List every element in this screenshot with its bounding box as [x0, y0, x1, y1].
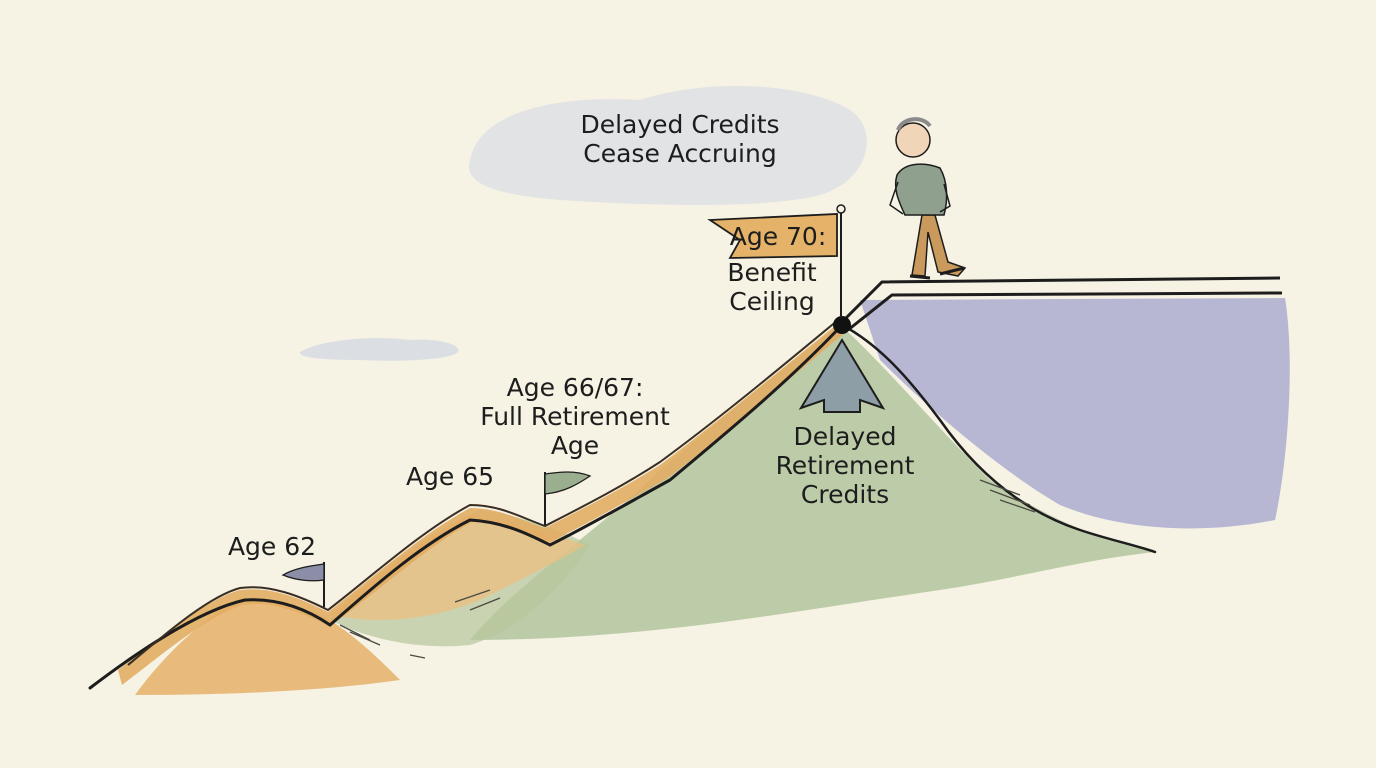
fra-line-3: Age	[550, 431, 600, 460]
plateau-wash	[860, 298, 1290, 529]
drc-line-3: Credits	[800, 480, 890, 509]
ceiling-line-1: Benefit	[727, 258, 817, 287]
age-65-label: Age 65	[405, 462, 495, 491]
right-slope-outline	[840, 323, 1157, 554]
drc-line-1: Delayed	[793, 422, 897, 451]
full-retirement-age-label: Age 66/67: Full Retirement Age	[480, 373, 670, 460]
benefit-ceiling-label: Benefit Ceiling	[712, 258, 832, 316]
drc-line-2: Retirement	[775, 451, 915, 480]
hatch-marks	[339, 479, 1036, 659]
ceiling-line-2: Ceiling	[729, 287, 815, 316]
fra-line-2: Full Retirement	[480, 402, 670, 431]
ochre-hill-62	[135, 598, 400, 695]
flag-70-pole	[707, 204, 846, 318]
cloud-top	[468, 86, 867, 205]
ochre-hill-65	[330, 515, 585, 620]
ridge-outline	[88, 323, 844, 690]
flag-62	[281, 562, 325, 607]
plateau-line-bottom	[847, 291, 1283, 332]
person-figure	[889, 117, 967, 280]
green-mountain-wash	[470, 325, 1155, 640]
fra-line-1: Age 66/67:	[506, 373, 644, 402]
ribbon-top-outline	[127, 319, 839, 666]
cease-line-2: Cease Accruing	[583, 139, 777, 168]
delayed-retirement-credits-label: Delayed Retirement Credits	[770, 422, 920, 509]
age-62-label: Age 62	[227, 532, 317, 561]
cloud-left	[299, 338, 459, 361]
flag-66	[544, 471, 592, 525]
up-arrow-icon	[798, 338, 886, 413]
cease-accruing-label: Delayed Credits Cease Accruing	[580, 110, 780, 168]
peak-dot	[833, 316, 851, 334]
cease-line-1: Delayed Credits	[580, 110, 780, 139]
age-70-flag-label: Age 70:	[729, 222, 827, 251]
plateau-line-top	[840, 276, 1281, 324]
